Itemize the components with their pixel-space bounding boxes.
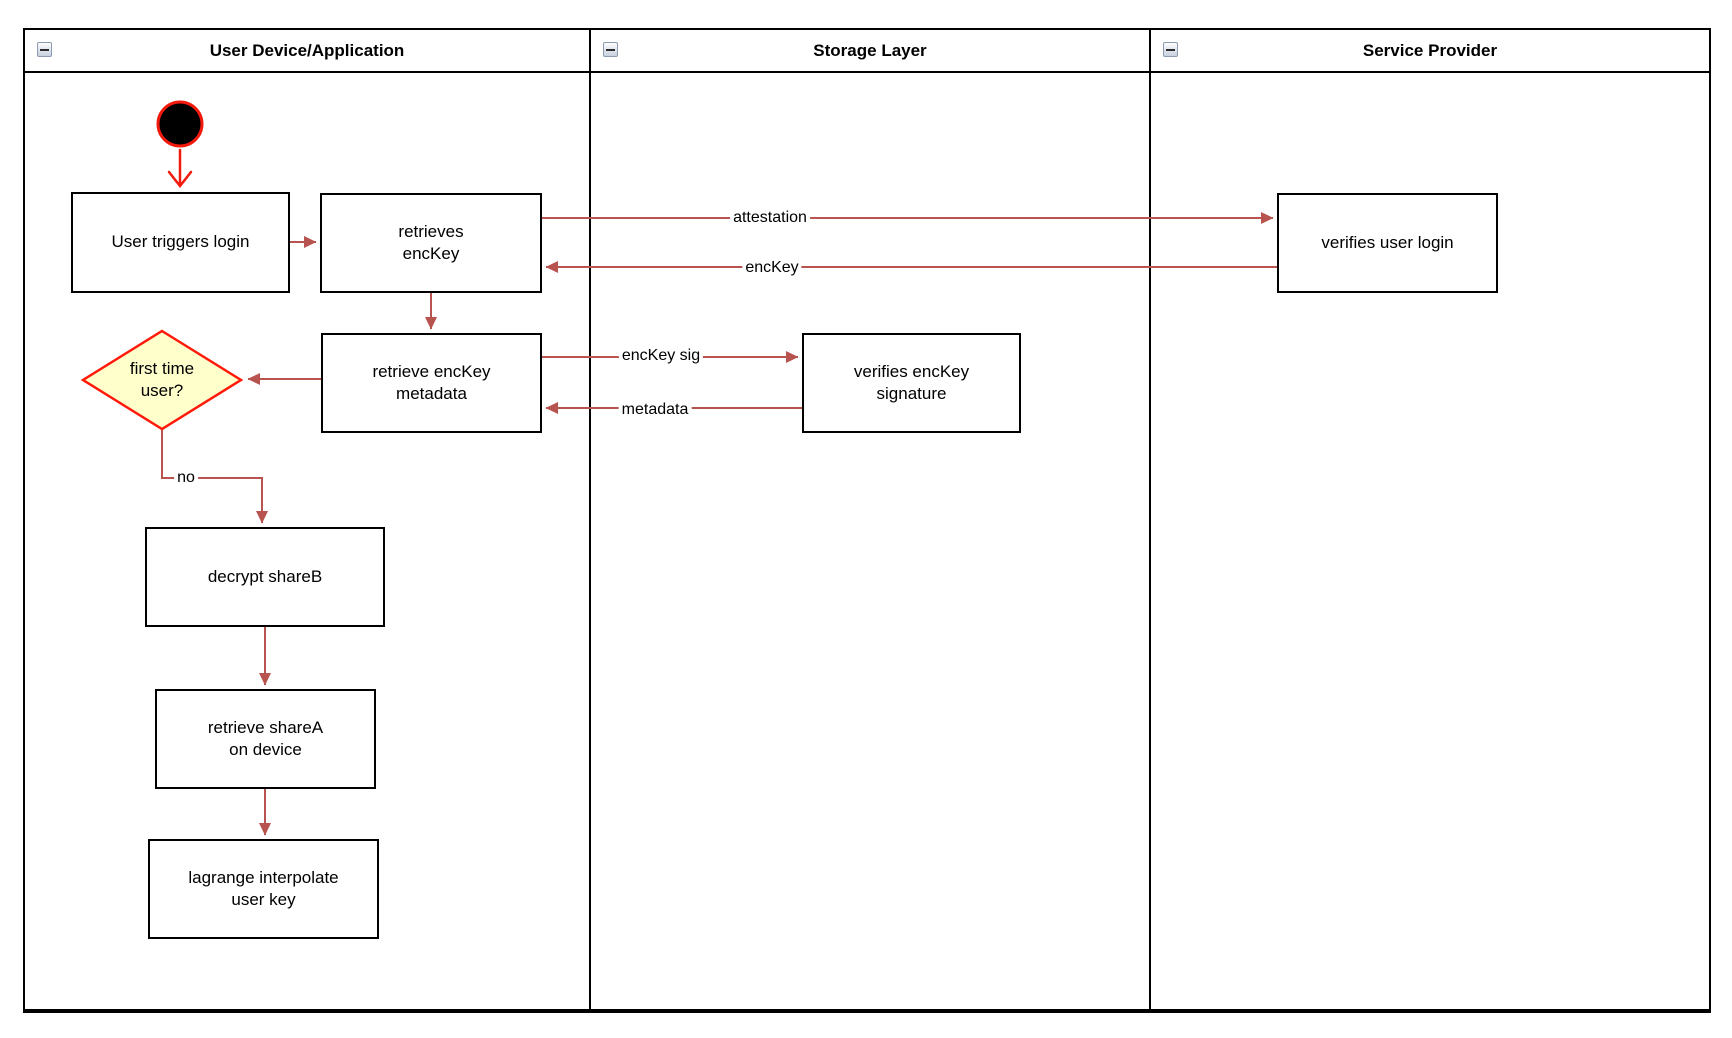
edge-start-to-login[interactable] <box>167 148 193 189</box>
lane-title: Storage Layer <box>813 40 927 60</box>
edge-label-enckey: encKey <box>742 258 802 278</box>
lane-title: Service Provider <box>1362 40 1498 60</box>
node-retrieve-sharea[interactable]: retrieve shareA on device <box>155 689 376 789</box>
node-lagrange-interpolate[interactable]: lagrange interpolate user key <box>148 839 379 939</box>
lane-header-user-device[interactable]: User Device/Application <box>25 30 589 71</box>
edge-label-attestation: attestation <box>730 208 810 228</box>
node-user-triggers-login[interactable]: User triggers login <box>71 192 290 293</box>
decision-label: first time user? <box>129 358 195 400</box>
lane-header-storage-layer[interactable]: Storage Layer <box>591 30 1149 71</box>
decision-node-first-time-user[interactable] <box>80 329 244 431</box>
node-verifies-user-login[interactable]: verifies user login <box>1277 193 1498 293</box>
edge-no-branch[interactable] <box>161 430 268 524</box>
node-retrieves-enckey[interactable]: retrieves encKey <box>320 193 542 293</box>
lane-header-service-provider[interactable]: Service Provider <box>1151 30 1709 71</box>
node-decrypt-shareb[interactable]: decrypt shareB <box>145 527 385 627</box>
edge-label-no: no <box>174 468 198 488</box>
initial-node[interactable] <box>156 100 204 148</box>
collapse-lane-icon[interactable] <box>603 42 618 57</box>
collapse-lane-icon[interactable] <box>37 42 52 57</box>
pool-border <box>23 28 1711 1013</box>
lane-separator-1 <box>589 28 591 1013</box>
collapse-lane-icon[interactable] <box>1163 42 1178 57</box>
edge-label-metadata: metadata <box>618 400 692 420</box>
lane-title: User Device/Application <box>209 40 405 60</box>
edge-label-enckey-sig: encKey sig <box>618 346 704 366</box>
node-retrieve-enckey-metadata[interactable]: retrieve encKey metadata <box>321 333 542 433</box>
lane-separator-2 <box>1149 28 1151 1013</box>
node-verifies-enckey-signature[interactable]: verifies encKey signature <box>802 333 1021 433</box>
lane-header-divider <box>23 71 1711 73</box>
